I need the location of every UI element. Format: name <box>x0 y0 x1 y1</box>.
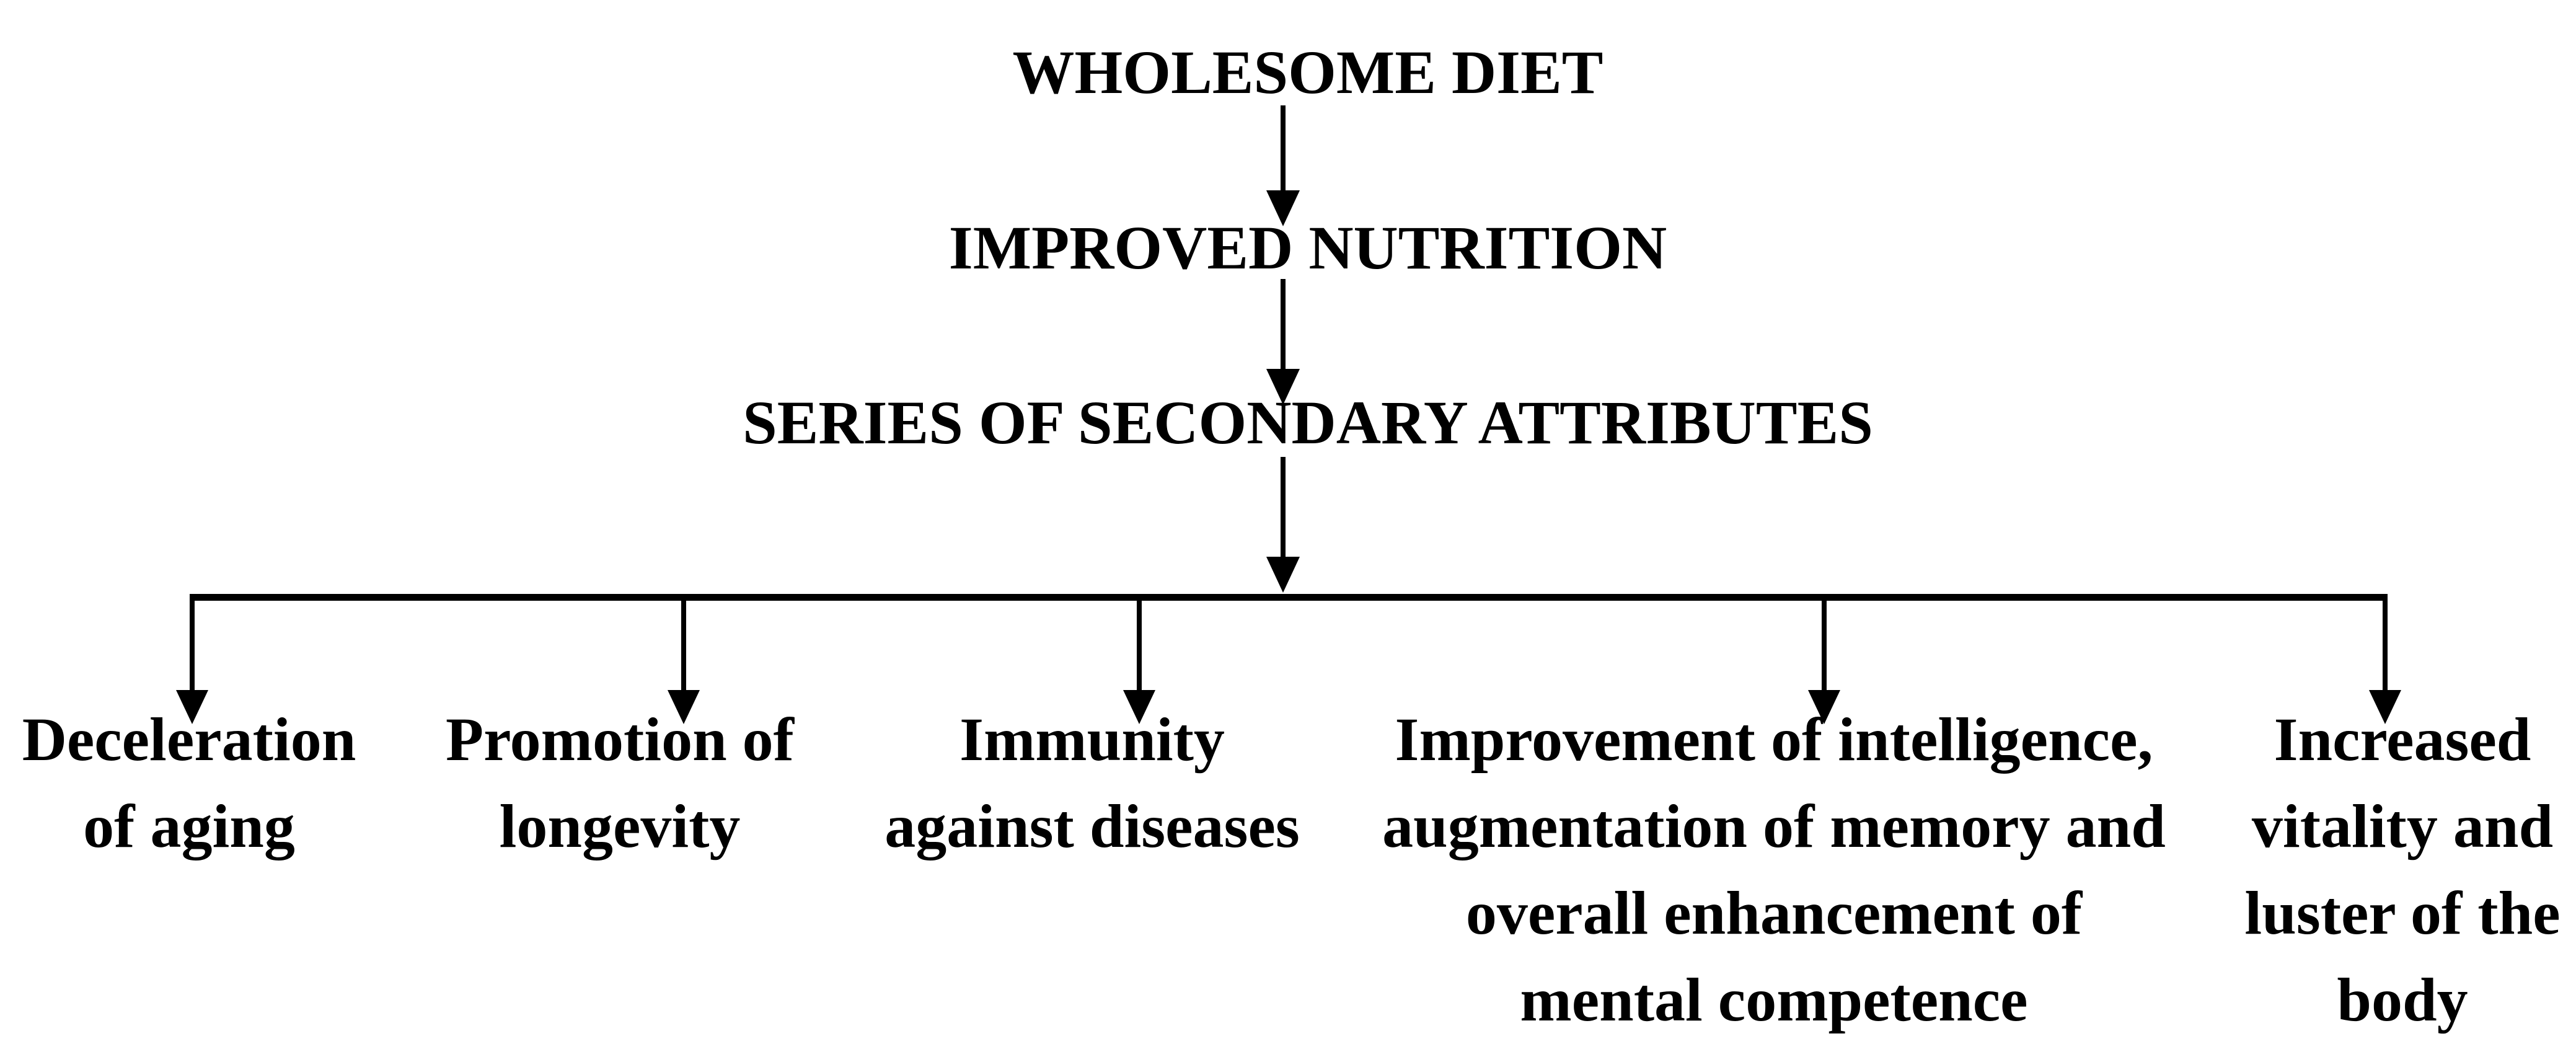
branch-label-promotion-of-longevity: Promotion of longevity <box>434 696 806 870</box>
branch-label-line: Promotion of <box>446 705 794 774</box>
branch-label-line: augmentation of memory and <box>1382 792 2166 861</box>
branch-connector-2 <box>681 594 686 691</box>
branch-arrowhead-icon-2 <box>668 690 700 724</box>
branch-label-line: Deceleration <box>22 705 356 774</box>
branch-arrowhead-icon-1 <box>176 690 208 724</box>
branch-label-line: body <box>2337 965 2468 1034</box>
branch-arrowhead-icon-4 <box>1808 690 1840 724</box>
branch-label-line: overall enhancement of <box>1465 878 2083 947</box>
branch-connector-1 <box>190 594 195 691</box>
branch-distribution-line <box>190 594 2388 601</box>
down-arrow-connector-2 <box>1281 279 1286 370</box>
branch-label-line: Improvement of intelligence, <box>1395 705 2153 774</box>
down-arrowhead-icon-1 <box>1266 190 1300 226</box>
branch-label-line: vitality and <box>2251 792 2554 861</box>
branch-label-immunity-against-diseases: Immunity against diseases <box>875 696 1309 870</box>
node-series-of-secondary-attributes: SERIES OF SECONDARY ATTRIBUTES <box>743 388 1873 457</box>
branch-label-line: of aging <box>83 792 295 861</box>
branch-label-line: longevity <box>499 792 741 861</box>
branch-label-line: mental competence <box>1520 965 2028 1034</box>
branch-connector-4 <box>1822 594 1827 691</box>
node-wholesome-diet: WHOLESOME DIET <box>1012 38 1603 107</box>
branch-connector-3 <box>1137 594 1142 691</box>
branch-arrowhead-icon-5 <box>2369 690 2401 724</box>
down-arrowhead-icon-3 <box>1266 557 1300 593</box>
branch-label-deceleration-of-aging: Deceleration of aging <box>3 696 375 870</box>
branch-label-line: Increased <box>2274 705 2531 774</box>
branch-connector-5 <box>2383 594 2388 691</box>
branch-label-line: luster of the <box>2244 878 2561 947</box>
branch-label-increased-vitality: Increased vitality and luster of the bod… <box>2241 696 2564 1043</box>
down-arrowhead-icon-2 <box>1266 369 1300 405</box>
node-improved-nutrition: IMPROVED NUTRITION <box>948 213 1667 282</box>
branch-label-line: against diseases <box>884 792 1300 861</box>
branch-label-improvement-of-intelligence: Improvement of intelligence, augmentatio… <box>1371 696 2177 1043</box>
branch-label-line: Immunity <box>959 705 1225 774</box>
branch-arrowhead-icon-3 <box>1123 690 1155 724</box>
down-arrow-connector-1 <box>1281 105 1286 192</box>
down-arrow-connector-3 <box>1281 457 1286 558</box>
